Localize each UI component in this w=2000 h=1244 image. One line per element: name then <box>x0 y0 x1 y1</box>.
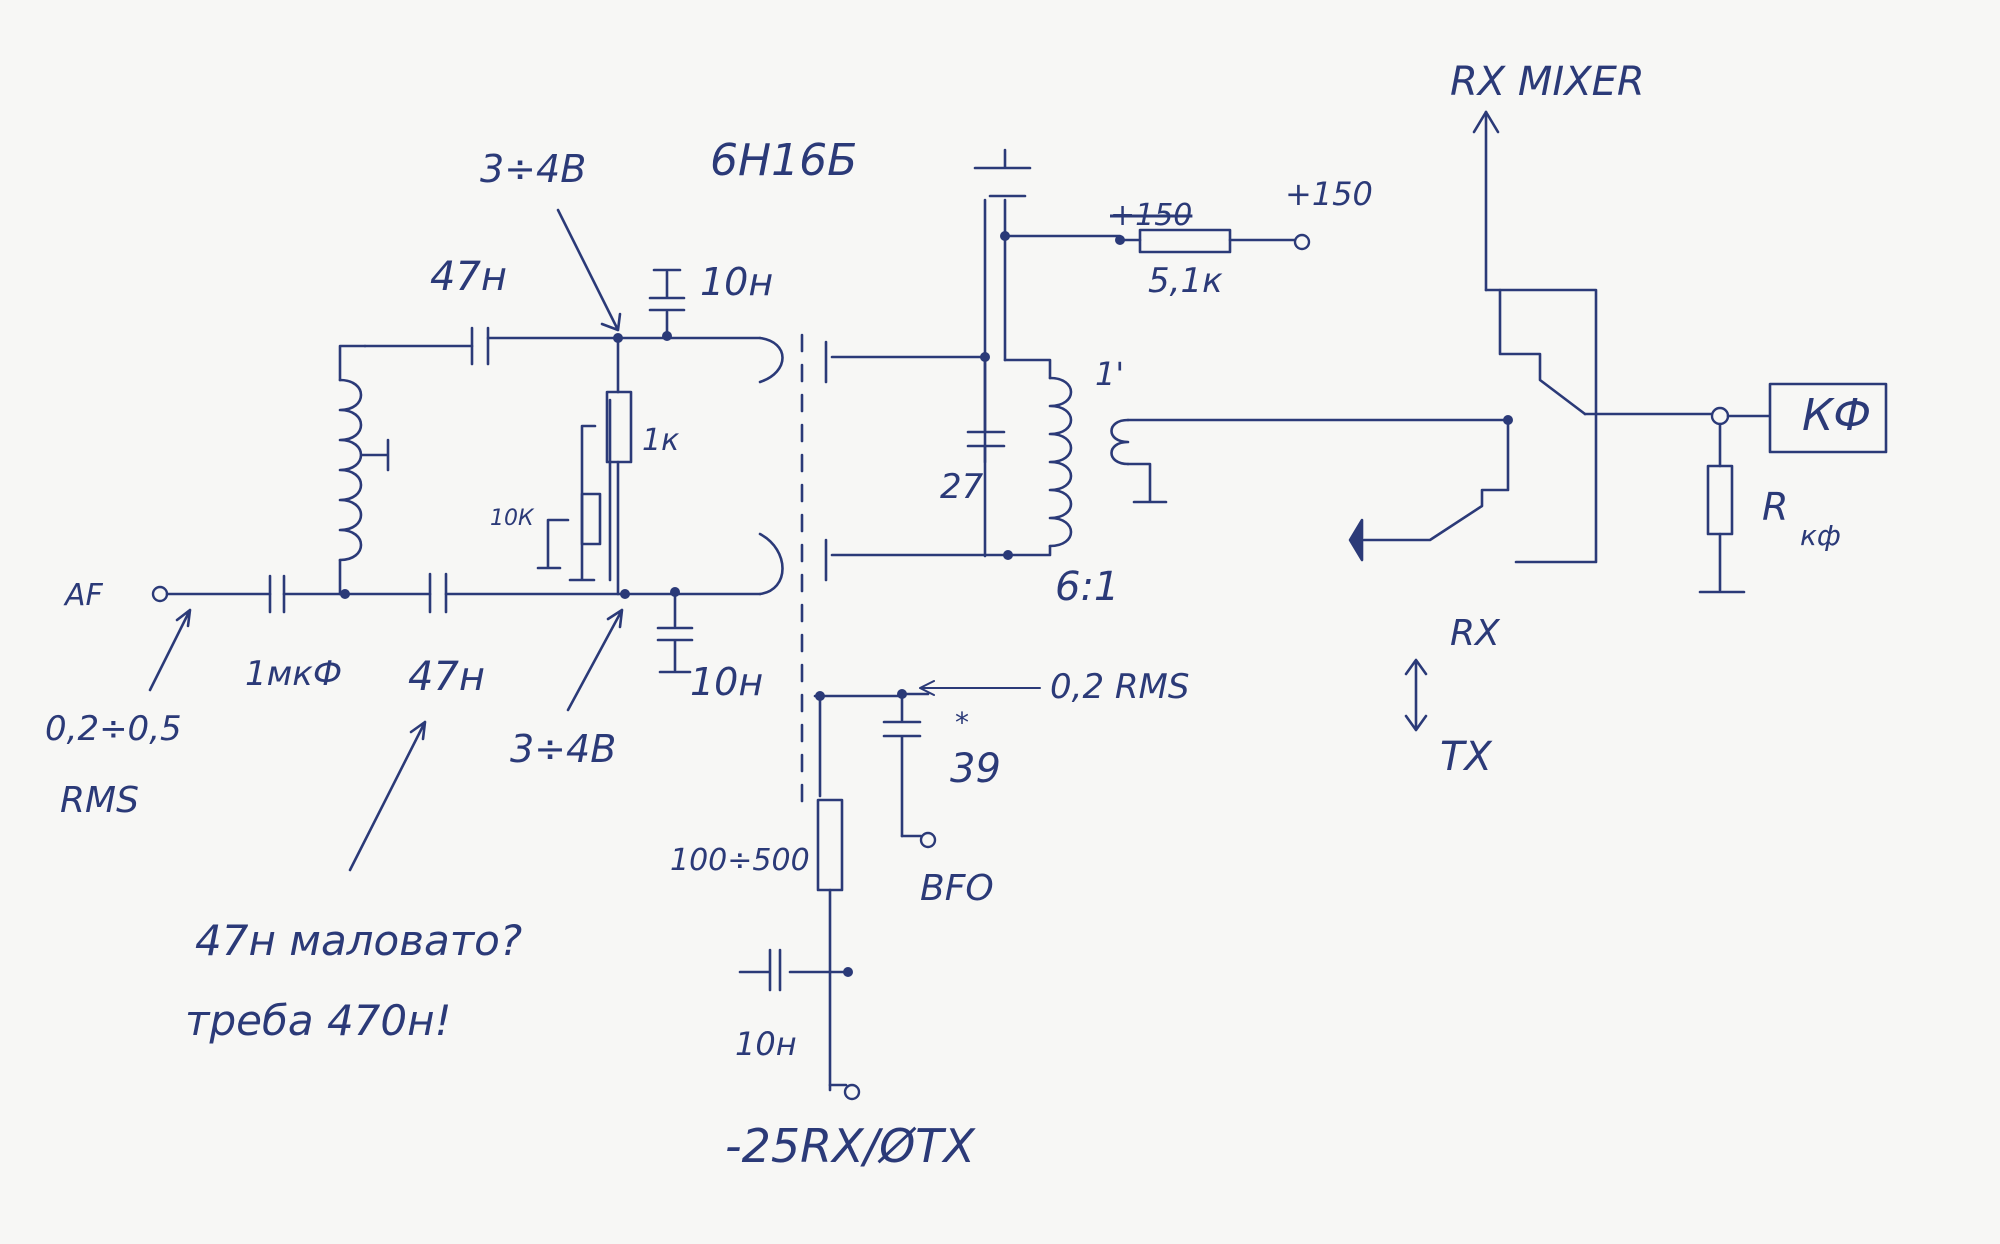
switch-section <box>1348 110 1888 732</box>
af-input-terminal <box>151 585 169 603</box>
af-level: 0,2÷0,5 <box>45 709 182 749</box>
bfo-label: BFO <box>920 868 994 909</box>
note-arrow <box>348 720 427 872</box>
resistor-r-filter <box>1706 464 1734 536</box>
transformer-ratio-label: 6:1 <box>1055 564 1119 610</box>
transformer-primary <box>1048 376 1073 548</box>
cap-bottom-47-label: 47н <box>408 654 485 700</box>
bfo-terminal <box>919 831 937 849</box>
res-cathode-label: 100÷500 <box>670 843 810 878</box>
capacitor-10n-bottom <box>656 590 694 674</box>
rx-mixer-label: RX MIXER <box>1450 59 1645 105</box>
grid-top-voltage-arrow <box>556 208 622 332</box>
b-plus-terminal <box>1293 233 1311 251</box>
filter-node <box>1710 406 1730 426</box>
rx-mixer-arrow <box>1472 110 1500 134</box>
pot-10k-label: 10К <box>490 506 535 531</box>
bias-label: -25RX/ØTX <box>725 1119 976 1173</box>
relay-contact-lower <box>1362 418 1510 542</box>
res-1k-label: 1к <box>642 423 679 458</box>
cap-grid-top-label: 10н <box>700 260 773 304</box>
b-plus-crossed-label: +150 <box>1110 198 1192 233</box>
tube-6n16b <box>738 333 1041 1101</box>
bias-terminal <box>843 1083 861 1101</box>
transformer-secondary <box>1110 418 1130 466</box>
capacitor-tank-27 <box>966 354 1006 558</box>
relay-contact-upper <box>1498 288 1587 416</box>
resistor-51k <box>1138 228 1232 254</box>
capacitor-cathode-10n <box>738 948 850 992</box>
tx-label: TX <box>1440 734 1493 780</box>
r-filter-sub-label: кф <box>1800 519 1841 552</box>
cap-tank-label: 27 <box>940 467 984 507</box>
cap-bfo-star: * <box>955 706 969 739</box>
tube-type-label: 6Н16Б <box>710 135 857 186</box>
potentiometer-10k <box>580 492 602 546</box>
ground-arrow <box>1348 518 1364 562</box>
output-tank <box>966 148 1513 560</box>
af-label: AF <box>63 578 104 613</box>
grid-wire-bottom <box>758 532 784 596</box>
capacitor-47n-top <box>470 326 490 366</box>
filter-label: КФ <box>1802 390 1871 441</box>
r-filter-label: R <box>1762 485 1788 529</box>
cap-cathode-label: 10н <box>735 1025 797 1063</box>
bfo-level-arrow <box>919 680 1041 696</box>
cap-bfo-label: 39 <box>950 746 1001 792</box>
res-51k-label: 5,1к <box>1148 261 1223 301</box>
note-line-2: треба 470н! <box>185 996 451 1045</box>
cap-grid-bottom-label: 10н <box>690 660 763 704</box>
capacitor-10n-top <box>648 268 686 338</box>
grid-bottom-voltage-arrow <box>566 608 624 712</box>
rx-tx-arrow <box>1404 658 1428 732</box>
rx-label: RX <box>1450 613 1501 654</box>
grid-top-voltage: 3÷4В <box>480 147 586 191</box>
annotation-arrows <box>148 208 624 872</box>
input-capacitor <box>268 574 286 614</box>
cap-top-47-label: 47н <box>430 254 507 300</box>
input-section <box>151 268 784 674</box>
af-level-unit: RMS <box>60 780 139 821</box>
secondary-mark: 1' <box>1095 355 1124 393</box>
resistor-cathode <box>816 798 844 892</box>
input-inductor <box>338 378 363 562</box>
filter-box <box>1726 382 1888 454</box>
capacitor-47n-bottom <box>428 572 448 614</box>
bfo-level-label: 0,2 RMS <box>1050 667 1189 707</box>
grid-wire-top <box>758 336 784 384</box>
grid-bottom-voltage: 3÷4В <box>510 727 616 771</box>
b-plus-label: +150 <box>1285 175 1373 213</box>
note-line-1: 47н маловато? <box>195 916 522 965</box>
cap-input-label: 1мкФ <box>245 654 342 694</box>
capacitor-bfo-39 <box>882 692 930 838</box>
af-level-arrow <box>148 608 192 692</box>
inductor-tap-ground <box>360 438 390 472</box>
capacitor-bypass-top <box>973 148 1032 198</box>
